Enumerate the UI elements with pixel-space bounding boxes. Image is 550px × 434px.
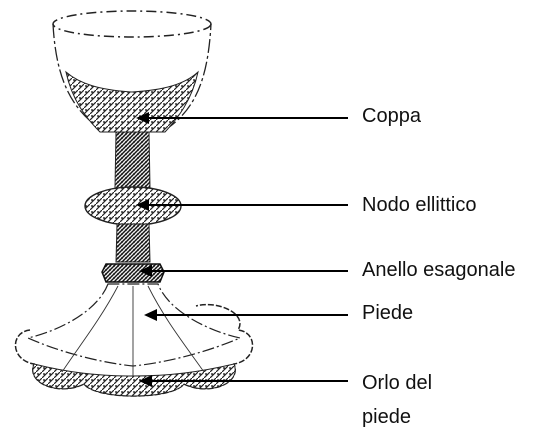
pointer-arrows — [136, 112, 348, 387]
label-orlo-line2: piede — [362, 406, 411, 428]
label-orlo-del-piede: Orlo del piede — [362, 366, 432, 434]
label-nodo-ellittico: Nodo ellittico — [362, 190, 477, 220]
label-orlo-line1: Orlo del — [362, 372, 432, 394]
label-coppa: Coppa — [362, 101, 421, 131]
hexagonal-ring — [102, 264, 164, 282]
foot-flutes — [62, 286, 204, 376]
chalice-illustration — [15, 11, 252, 396]
upper-stem — [115, 132, 150, 188]
cup-rim — [53, 11, 211, 37]
cup-engraving — [66, 72, 198, 132]
arrow-piede-head — [144, 309, 157, 321]
label-anello-esagonale: Anello esagonale — [362, 255, 515, 285]
label-piede: Piede — [362, 298, 413, 328]
foot-body — [28, 284, 240, 366]
lower-stem — [116, 224, 150, 262]
